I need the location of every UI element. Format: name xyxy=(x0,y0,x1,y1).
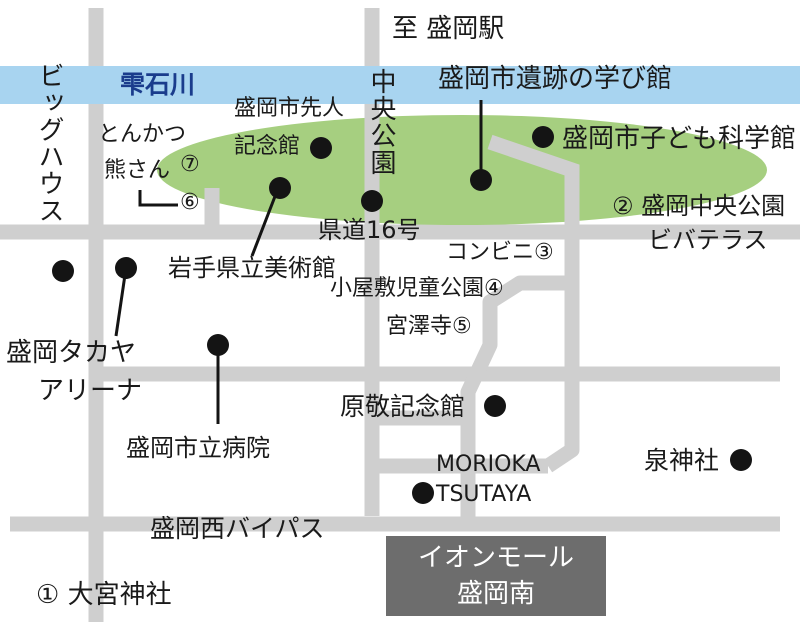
izumi-label: 泉神社 xyxy=(644,446,720,475)
route16-label: 県道16号 xyxy=(318,216,421,244)
iseki-label: 盛岡市遺跡の学び館 xyxy=(438,64,673,94)
kodomo-marker xyxy=(532,126,554,148)
bypass-label: 盛岡西バイパス xyxy=(150,514,325,543)
aeon-mall-box: イオンモール 盛岡南 xyxy=(386,536,606,616)
senjin-marker xyxy=(310,137,332,159)
hara-marker xyxy=(484,395,506,417)
omiya-label: ① 大宮神社 xyxy=(36,580,172,610)
big-house-marker xyxy=(52,260,74,282)
chuo-park-label: 中央公園 xyxy=(366,68,396,176)
tonkatsu-label-line1: とんかつ xyxy=(98,122,187,147)
tonkatsu-label-line2: 熊さん xyxy=(104,158,171,183)
izumi-marker xyxy=(730,449,752,471)
leader-lines xyxy=(114,100,483,424)
tsutaya-label-line1: MORIOKA xyxy=(436,452,541,477)
number-7-label: ⑦ xyxy=(180,152,200,177)
miyazawa-label: 宮澤寺⑤ xyxy=(386,314,472,339)
hospital-label: 盛岡市立病院 xyxy=(126,434,270,462)
arena-label-line1: 盛岡タカヤ xyxy=(6,338,137,368)
arena-label-line2: アリーナ xyxy=(38,376,143,406)
hara-label: 原敬記念館 xyxy=(340,392,466,421)
pivot-label-line1: ② 盛岡中央公園 xyxy=(612,192,786,220)
aeon-label-line1: イオンモール xyxy=(417,543,574,573)
river xyxy=(0,66,800,104)
kodomo-label: 盛岡市子ども科学館 xyxy=(562,124,797,154)
road-east-over-park xyxy=(487,134,580,232)
bijutsukan-label: 岩手県立美術館 xyxy=(168,254,336,282)
river-label: 雫石川 xyxy=(120,70,196,99)
tsutaya-label-line2: TSUTAYA xyxy=(436,482,532,507)
route16-marker xyxy=(361,190,383,212)
bijutsukan-marker xyxy=(269,177,291,199)
hospital-marker xyxy=(207,334,229,356)
tsutaya-marker xyxy=(412,482,434,504)
senjin-label-line2: 記念館 xyxy=(234,134,301,159)
iseki-marker xyxy=(470,169,492,191)
aeon-label-line2: 盛岡南 xyxy=(456,579,535,609)
senjin-label-line1: 盛岡市先人 xyxy=(234,96,345,121)
pivot-label-line2: ビバテラス xyxy=(648,226,768,254)
number-6-label: ⑥ xyxy=(180,190,200,215)
koyashiki-label: 小屋敷児童公園④ xyxy=(330,276,504,301)
arena-marker xyxy=(115,257,137,279)
big-house-label: ビッグハウス xyxy=(34,62,64,224)
to-station-label: 至 盛岡駅 xyxy=(392,14,505,44)
konbini-label: コンビニ③ xyxy=(446,240,554,265)
park xyxy=(157,115,767,225)
